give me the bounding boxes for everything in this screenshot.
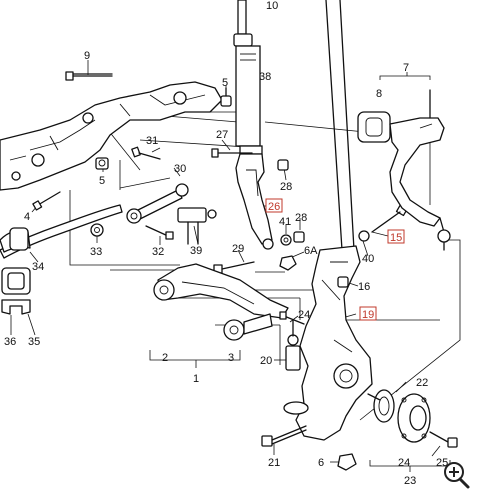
callout-5-left: 5 [99, 175, 105, 187]
strut-fork-26 [235, 153, 274, 250]
strut-piston-rod-10 [325, 0, 355, 251]
callout-31: 31 [146, 135, 158, 147]
callout-29: 29 [232, 243, 244, 255]
wheel-bearing-housing-19 [283, 245, 373, 441]
callout-10: 10 [266, 0, 278, 12]
callout-22: 22 [416, 377, 428, 389]
washer-41 [280, 234, 292, 246]
lower-wishbone-1 [153, 263, 289, 341]
subframe [0, 81, 223, 191]
callout-35: 35 [28, 336, 40, 348]
upper-link-30 [126, 183, 189, 224]
zoom-in-icon [444, 462, 470, 489]
callout-24-top: 24 [298, 309, 310, 321]
callout-labels: 10 9 5 38 7 8 31 27 5 30 28 4 41 28 33 3… [4, 0, 448, 487]
callout-32: 32 [152, 246, 164, 258]
callout-34: 34 [32, 261, 44, 273]
svg-text:19: 19 [362, 309, 374, 321]
callout-39: 39 [190, 245, 202, 257]
callout-33: 33 [90, 246, 102, 258]
nut-28-b [293, 231, 305, 243]
callout-16: 16 [358, 281, 370, 293]
callout-24-bottom: 24 [398, 457, 410, 469]
callout-41: 41 [279, 216, 291, 228]
callout-3: 3 [228, 352, 234, 364]
callout-6a: 6A [304, 245, 318, 257]
callout-28-mid: 28 [295, 212, 307, 224]
bolt-27 [211, 148, 253, 158]
callout-8: 8 [376, 88, 382, 100]
washer-33 [90, 223, 104, 237]
nut-28-a [277, 159, 289, 171]
callout-7: 7 [403, 62, 409, 74]
nut-16 [337, 276, 349, 288]
callout-27: 27 [216, 129, 228, 141]
bolt-9 [65, 71, 113, 81]
boxed-callout-15: 15 [387, 229, 405, 244]
callout-25: 25 [436, 457, 448, 469]
nut-5-left [95, 157, 109, 170]
bolt-31 [131, 146, 161, 160]
callout-9: 9 [84, 50, 90, 62]
callout-38: 38 [259, 71, 271, 83]
boxed-callout-26: 26 [265, 198, 283, 213]
callout-4: 4 [24, 211, 30, 223]
callout-40: 40 [362, 253, 374, 265]
bolt-25 [429, 431, 458, 448]
svg-text:15: 15 [390, 232, 402, 244]
wheel-bearing [373, 389, 395, 423]
callout-5-top: 5 [222, 77, 228, 89]
callout-20: 20 [260, 355, 272, 367]
washer-40 [358, 230, 370, 242]
ball-joint-20 [285, 319, 301, 371]
wheel-hub-22 [397, 393, 431, 443]
upper-wishbone-7 [357, 89, 451, 251]
nut-6 [337, 453, 357, 471]
callout-36: 36 [4, 336, 16, 348]
zoom-in-button[interactable] [440, 460, 474, 492]
bolt-21 [261, 425, 307, 447]
callout-23: 23 [404, 475, 416, 487]
bush-clamp [1, 299, 31, 315]
stabiliser-bar [0, 204, 123, 259]
bolt-4 [32, 191, 61, 211]
nut-5-top [220, 87, 232, 107]
bolt-24-bottom [367, 393, 381, 401]
callout-30: 30 [174, 163, 186, 175]
bolt-24-top [279, 311, 305, 325]
shock-absorber-38 [233, 0, 263, 155]
bolt-32 [145, 225, 174, 240]
boxed-callout-19: 19 [359, 306, 377, 321]
bolt-29 [213, 261, 255, 274]
callout-1: 1 [193, 373, 199, 385]
callout-2: 2 [162, 352, 168, 364]
nut-6a [279, 255, 297, 271]
callout-28-top: 28 [280, 181, 292, 193]
callout-21: 21 [268, 457, 280, 469]
stabiliser-bush [1, 267, 31, 295]
svg-text:26: 26 [268, 201, 280, 213]
callout-6: 6 [318, 457, 324, 469]
coupling-link-39 [177, 207, 217, 245]
